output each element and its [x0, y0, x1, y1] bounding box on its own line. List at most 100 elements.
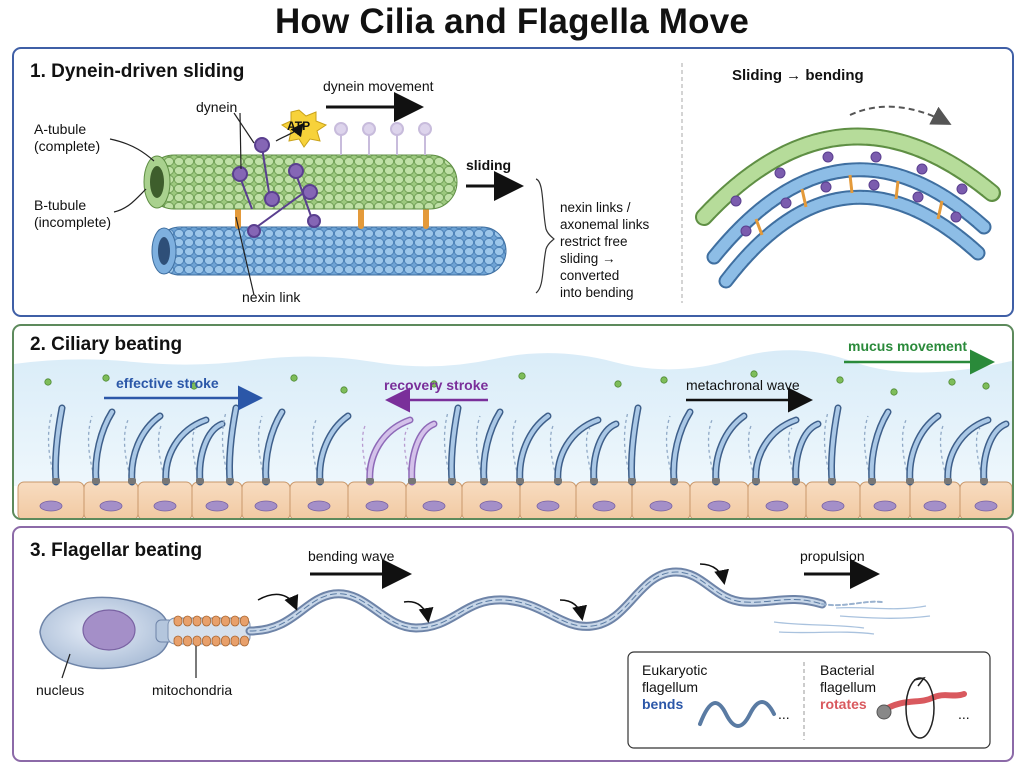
bending-links: [754, 174, 944, 236]
mucus-particle: [614, 380, 622, 388]
basal-body: [590, 478, 598, 484]
nexin-note-line6: into bending: [560, 285, 634, 300]
atp-arrow: [275, 122, 304, 142]
eukaryotic-ellipsis: ...: [778, 706, 790, 722]
mitochondrion: [183, 615, 192, 627]
dynein-movement-label: dynein movement: [323, 78, 434, 94]
mucus-particle: [948, 378, 956, 386]
cilium-core: [981, 422, 1008, 484]
recovery-stroke-label: recovery stroke: [384, 377, 489, 393]
cell-nucleus: [205, 500, 229, 512]
cilium-core: [197, 422, 224, 484]
eukaryotic-label-line1: Eukaryotic: [642, 662, 708, 678]
rotation-icon: [905, 677, 935, 739]
mucus-particle: [190, 382, 198, 390]
mucus-particle: [518, 372, 526, 380]
nexin-note-line1: nexin links /: [560, 200, 631, 215]
basal-body: [480, 478, 488, 484]
cilium-core: [829, 406, 840, 484]
basal-body: [516, 478, 524, 484]
cilium-core: [409, 422, 436, 484]
propulsion-label: propulsion: [800, 548, 865, 564]
cell-nucleus: [923, 500, 947, 512]
page-title: How Cilia and Flagella Move: [274, 2, 750, 41]
basal-body: [366, 478, 374, 484]
b-tubule-label-line1: B-tubule: [34, 197, 87, 213]
nucleus-label: nucleus: [36, 682, 85, 698]
dynein-movement-ghosts: [334, 122, 432, 155]
flagellum-tail: [245, 567, 883, 636]
bacterial-flagellum-icon: [881, 691, 967, 713]
flagellar-beating-illustration: [39, 559, 991, 749]
mucus-particle: [836, 376, 844, 384]
bacterial-label-line1: Bacterial: [820, 662, 875, 678]
cilium-core: [53, 406, 64, 484]
basal-body: [448, 478, 456, 484]
mucus-particle: [102, 374, 110, 382]
cell-nucleus: [307, 500, 331, 512]
dynein-sliding-illustration: [109, 63, 1001, 303]
mitochondrion: [192, 615, 202, 627]
b-tubule-label: B-tubule (incomplete): [34, 197, 111, 231]
cell-nucleus: [592, 500, 616, 512]
atp-label: ATP: [287, 119, 311, 133]
cilium-core: [481, 410, 502, 484]
cell-nucleus: [649, 500, 673, 512]
tail-wisps: [773, 605, 931, 635]
nexin-note-line5: converted: [560, 268, 620, 283]
panel2-heading: 2. Ciliary beating: [30, 334, 183, 355]
mitochondrion: [240, 635, 249, 647]
eukaryotic-flagellum-icon: [698, 700, 776, 728]
a-tubule-label-line2: (complete): [34, 138, 101, 154]
dynein-arms: [232, 137, 321, 238]
mucus-movement-label: mucus movement: [848, 338, 968, 354]
nexin-note-line3: restrict free: [560, 234, 628, 249]
basal-body: [52, 478, 60, 484]
mitochondrion: [202, 635, 211, 647]
bending-doublet: [695, 127, 1001, 289]
mitochondrion: [173, 615, 183, 627]
cilium-core: [713, 414, 746, 484]
basal-body: [92, 478, 100, 484]
rotates-label: rotates: [820, 696, 867, 712]
eukaryotic-label-line2: flagellum: [642, 679, 699, 695]
basal-body: [408, 478, 416, 484]
basal-body: [944, 478, 952, 484]
bending-wave-label: bending wave: [308, 548, 395, 564]
basal-body: [196, 478, 204, 484]
nexin-note-line4: sliding →: [560, 251, 616, 266]
eukaryotic-label: Eukaryotic flagellum bends: [642, 662, 707, 713]
cilium-core: [907, 414, 940, 484]
cell-nucleus: [99, 500, 123, 512]
bends-label: bends: [642, 696, 684, 712]
basal-body: [670, 478, 678, 484]
sliding-label: sliding: [466, 157, 512, 173]
basal-body: [712, 478, 720, 484]
cilium-core: [317, 414, 350, 484]
a-tubule: [143, 154, 458, 210]
mucus-particle: [290, 374, 298, 382]
mitochondrion: [183, 635, 192, 647]
cilium-core: [449, 406, 460, 484]
atp-burst: [280, 109, 328, 148]
basal-body: [262, 478, 270, 484]
basal-body: [628, 478, 636, 484]
basal-body: [128, 478, 136, 484]
a-tubule-label: A-tubule (complete): [34, 121, 100, 155]
bacterial-label: Bacterial flagellum rotates: [820, 662, 876, 713]
panel-dynein-sliding: 1. Dynein-driven sliding A-tubule (compl…: [12, 47, 1014, 317]
mucus-particle: [340, 386, 348, 394]
bending-arrow: [849, 105, 952, 125]
nexin-link-label: nexin link: [242, 289, 301, 305]
mitochondrion: [202, 615, 211, 627]
cell-nucleus: [821, 500, 845, 512]
epithelial-cells: [17, 481, 1012, 518]
cell-nucleus: [873, 500, 897, 512]
basal-body: [828, 478, 836, 484]
mucus-particles: [44, 370, 990, 396]
cell-nucleus: [765, 500, 789, 512]
mitochondrion: [230, 615, 240, 627]
mitochondrion: [211, 615, 221, 627]
mucus-particle: [750, 370, 758, 378]
metachronal-wave-label: metachronal wave: [686, 377, 800, 393]
